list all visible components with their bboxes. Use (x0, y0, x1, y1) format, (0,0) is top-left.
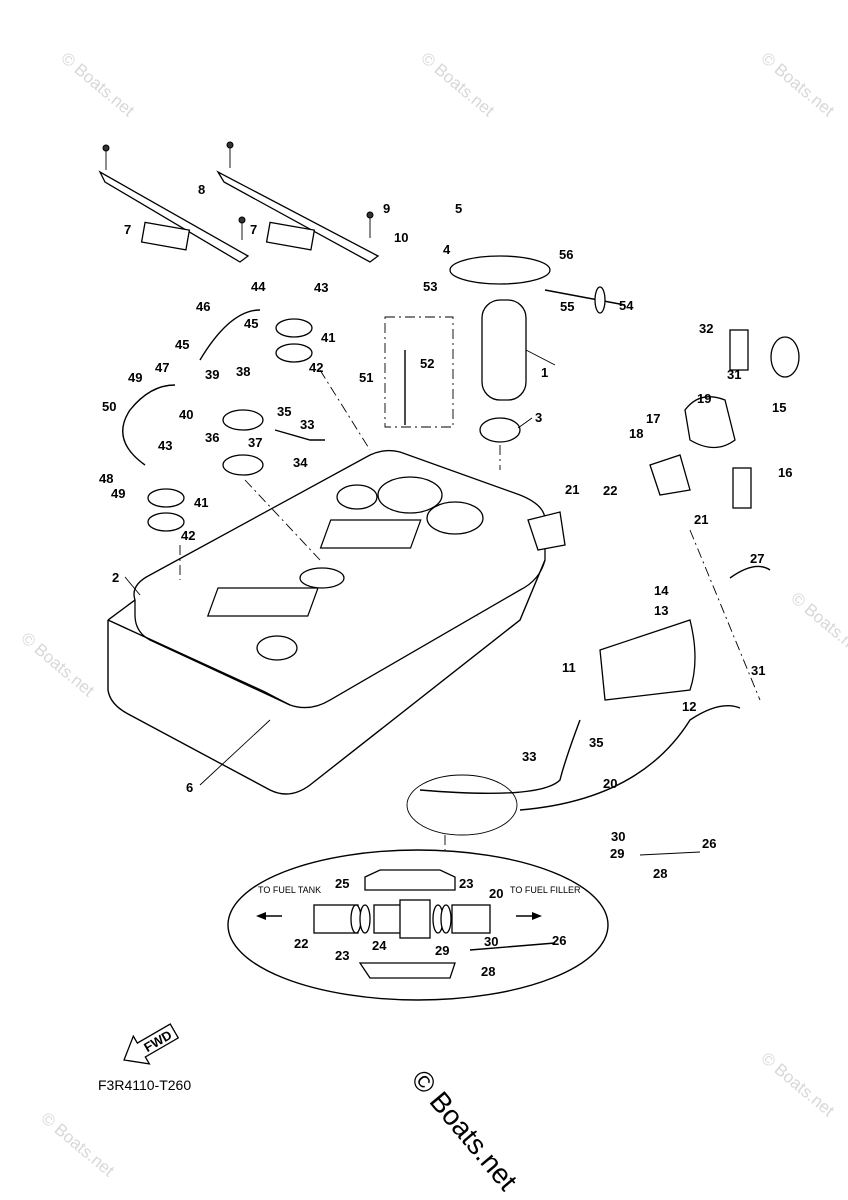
part-callout: 19 (697, 391, 711, 406)
part-callout: 21 (565, 482, 579, 497)
part-callout: 7 (124, 222, 131, 237)
part-callout: 8 (198, 182, 205, 197)
part-callout: 49 (128, 370, 142, 385)
part-callout: 30 (484, 934, 498, 949)
part-callout: 41 (321, 330, 335, 345)
part-callout: 53 (423, 279, 437, 294)
part-callout: 20 (603, 776, 617, 791)
part-callout: 11 (562, 660, 576, 675)
part-callout: 33 (522, 749, 536, 764)
part-callout: 1 (541, 365, 548, 380)
part-callout: 37 (248, 435, 262, 450)
part-callout: 31 (727, 367, 741, 382)
part-callout: 55 (560, 299, 574, 314)
part-callout: 17 (646, 411, 660, 426)
watermark: © Boats.net (757, 49, 838, 121)
watermark: © Boats.net (757, 1049, 838, 1121)
part-callout: 45 (244, 316, 258, 331)
part-callout: 49 (111, 486, 125, 501)
part-callout: 21 (694, 512, 708, 527)
part-callout: 24 (372, 938, 387, 953)
part-callout: 6 (186, 780, 193, 795)
coupling-detail-inset (227, 849, 609, 1001)
part-callout: 18 (629, 426, 643, 441)
watermark: © Boats.net (17, 629, 98, 701)
part-callout: 51 (359, 370, 373, 385)
part-callout: 23 (335, 948, 349, 963)
part-callout: 30 (611, 829, 625, 844)
part-callout: 34 (293, 455, 308, 470)
fwd-arrow-icon: FWD (123, 1023, 180, 1065)
part-callout: 52 (420, 356, 434, 371)
part-callout: 47 (155, 360, 169, 375)
part-callout: 43 (158, 438, 172, 453)
part-callout: 2 (112, 570, 119, 585)
part-callout: 7 (250, 222, 257, 237)
part-callout: 43 (314, 280, 328, 295)
part-callout: 26 (702, 836, 716, 851)
copyright: © Boats.net (405, 1064, 523, 1196)
part-callout: 5 (455, 201, 462, 216)
part-callout: 42 (309, 360, 323, 375)
vent-hoses (122, 309, 325, 532)
part-callout: 28 (481, 964, 495, 979)
tank-straps (98, 141, 380, 263)
watermark: © Boats.net (787, 589, 848, 661)
watermark: © Boats.net (37, 1109, 118, 1181)
part-callout: 35 (277, 404, 291, 419)
part-callout: 12 (682, 699, 696, 714)
part-callout: 38 (236, 364, 250, 379)
part-callout: 15 (772, 400, 786, 415)
part-callout: 54 (619, 298, 634, 313)
part-callout: 44 (251, 279, 266, 294)
to-fuel-filler-label: TO FUEL FILLER (510, 885, 581, 895)
part-callout: 23 (459, 876, 473, 891)
part-callout: 40 (179, 407, 193, 422)
part-callout: 41 (194, 495, 208, 510)
part-callout: 22 (294, 936, 308, 951)
part-callout: 39 (205, 367, 219, 382)
part-callout: 14 (654, 583, 669, 598)
part-callout: 20 (489, 886, 503, 901)
part-callout: 9 (383, 201, 390, 216)
leader-lines (124, 349, 761, 850)
part-callout: 13 (654, 603, 668, 618)
part-callout: 48 (99, 471, 113, 486)
part-callout: 4 (443, 242, 451, 257)
fuel-pump-assembly (384, 255, 626, 443)
diagram-code: F3R4110-T260 (98, 1077, 191, 1093)
watermark: © Boats.net (417, 49, 498, 121)
part-callout: 31 (751, 663, 765, 678)
part-callout: 16 (778, 465, 792, 480)
part-callout: 29 (435, 943, 449, 958)
part-callout: 42 (181, 528, 195, 543)
part-callout: 46 (196, 299, 210, 314)
part-callout: 28 (653, 866, 667, 881)
part-callout: 36 (205, 430, 219, 445)
watermark: © Boats.net (57, 49, 138, 121)
part-callout: 50 (102, 399, 116, 414)
fuel-tank (107, 449, 566, 795)
part-callout: 22 (603, 483, 617, 498)
inset-part-callouts: 25 23 20 22 23 24 29 30 26 28 (294, 876, 566, 979)
part-callout: 56 (559, 247, 573, 262)
part-callout: 45 (175, 337, 189, 352)
part-callout: 35 (589, 735, 603, 750)
part-callout: 32 (699, 321, 713, 336)
part-callout: 10 (394, 230, 408, 245)
part-callout: 25 (335, 876, 349, 891)
part-callout: 26 (552, 933, 566, 948)
to-fuel-tank-label: TO FUEL TANK (258, 885, 321, 895)
part-callout: 29 (610, 846, 624, 861)
part-callout: 3 (535, 410, 542, 425)
part-callout: 33 (300, 417, 314, 432)
part-callout: 27 (750, 551, 764, 566)
fuel-filler-assembly (406, 329, 800, 856)
